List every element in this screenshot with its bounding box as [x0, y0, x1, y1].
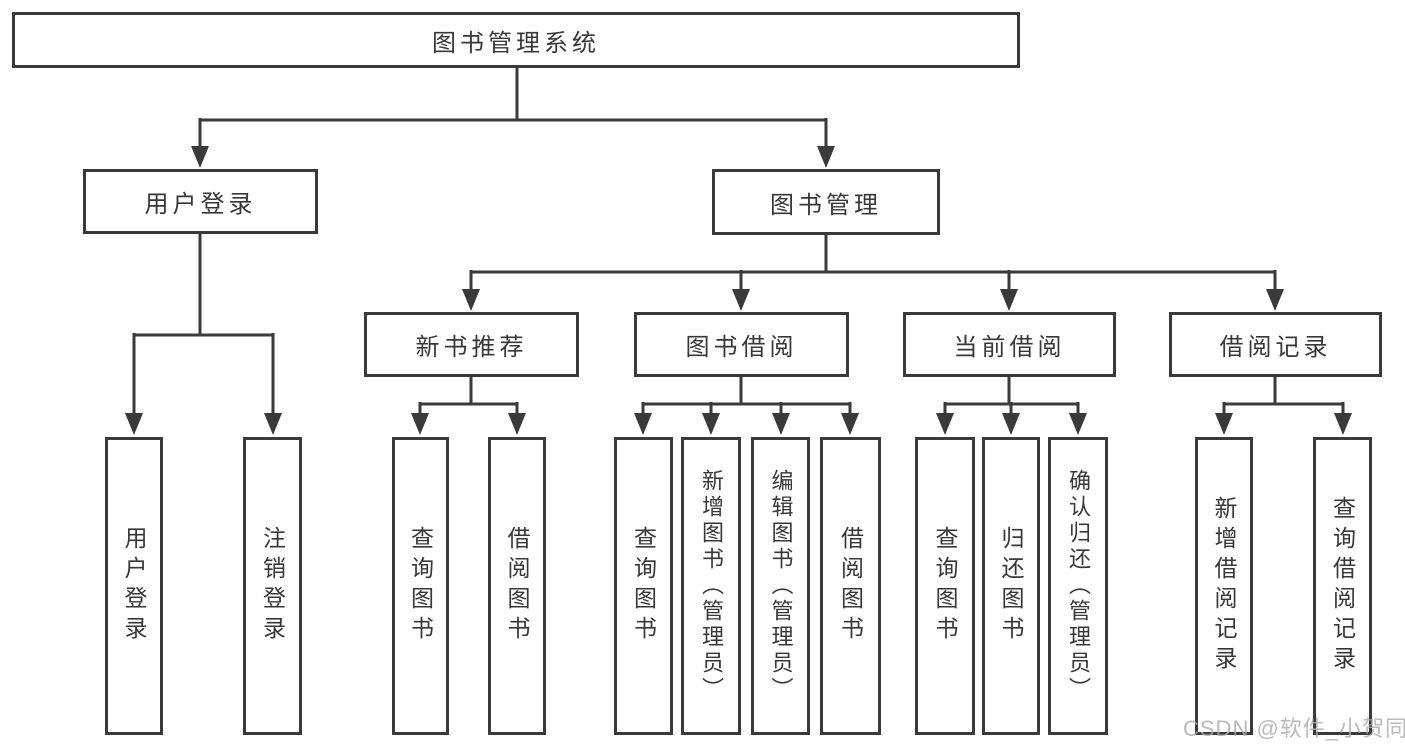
- leaf-label: 查询图书: [630, 526, 657, 646]
- node-label: 用户登录: [144, 191, 257, 218]
- node-current-borrowing: 当前借阅: [903, 312, 1116, 377]
- leaf-return-books: 归还图书: [982, 437, 1040, 735]
- leaf-query-books-recommend: 查询图书: [392, 437, 449, 735]
- node-book-borrowing: 图书借阅: [634, 312, 849, 377]
- leaf-label: 编辑图书（管理员）: [768, 469, 794, 703]
- leaf-query-borrow-record: 查询借阅记录: [1313, 437, 1372, 735]
- leaf-label: 新增借阅记录: [1211, 496, 1237, 676]
- leaf-add-books-admin: 新增图书（管理员）: [681, 437, 741, 735]
- leaf-label: 归还图书: [998, 526, 1024, 646]
- leaf-borrow-books: 借阅图书: [820, 437, 881, 735]
- node-book-management: 图书管理: [712, 169, 940, 235]
- node-new-book-recommendation: 新书推荐: [364, 312, 579, 377]
- leaf-add-borrow-record: 新增借阅记录: [1195, 437, 1253, 735]
- leaf-label: 查询图书: [407, 526, 434, 646]
- leaf-label: 新增图书（管理员）: [699, 469, 724, 703]
- node-library-management-system: 图书管理系统: [12, 12, 1020, 68]
- node-label: 图书管理: [770, 191, 882, 219]
- leaf-edit-books-admin: 编辑图书（管理员）: [751, 437, 810, 735]
- node-label: 图书借阅: [685, 334, 798, 361]
- leaf-label: 用户登录: [121, 526, 147, 646]
- leaf-label: 查询图书: [932, 526, 958, 646]
- leaf-borrow-books-recommend: 借阅图书: [488, 437, 546, 735]
- node-label: 借阅记录: [1219, 334, 1332, 361]
- arrowhead-icons: [125, 146, 1352, 435]
- leaf-label: 借阅图书: [837, 526, 864, 646]
- node-borrowing-records: 借阅记录: [1169, 312, 1382, 377]
- leaf-confirm-return-admin: 确认归还（管理员）: [1048, 437, 1108, 735]
- leaf-label: 注销登录: [259, 526, 286, 646]
- leaf-label: 借阅图书: [504, 526, 530, 646]
- node-label: 新书推荐: [415, 334, 528, 361]
- leaf-user-login: 用户登录: [105, 437, 163, 735]
- csdn-watermark: CSDN @软件_小贺同学: [1183, 716, 1405, 741]
- node-label: 当前借阅: [953, 334, 1066, 361]
- leaf-label: 查询借阅记录: [1329, 496, 1356, 676]
- node-user-login: 用户登录: [83, 169, 318, 234]
- leaf-logout: 注销登录: [243, 437, 302, 735]
- leaf-query-books-current: 查询图书: [915, 437, 975, 735]
- leaf-query-books-borrowing: 查询图书: [614, 437, 673, 735]
- leaf-label: 确认归还（管理员）: [1066, 469, 1091, 703]
- node-label: 图书管理系统: [432, 29, 600, 57]
